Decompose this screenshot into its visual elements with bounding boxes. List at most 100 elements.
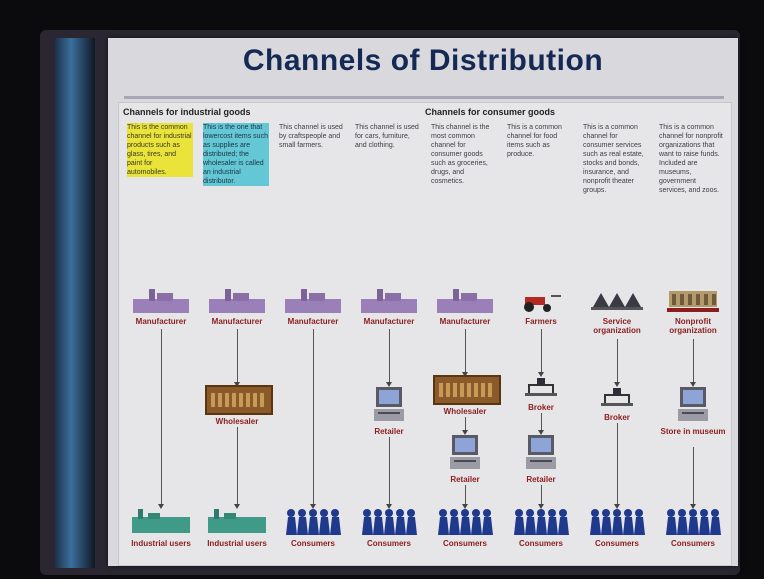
channel-column: This channel is used by craftspeople and…: [275, 103, 351, 565]
bottom-label: Consumers: [366, 539, 411, 548]
connector-line: [237, 427, 238, 505]
factory-icon: [361, 289, 417, 313]
middle-label: Store in museum: [660, 427, 726, 436]
arrow-down-icon: [538, 372, 544, 377]
wholesaler-icon: [205, 385, 273, 415]
store-icon: [678, 387, 708, 421]
channel-description: This is the one that lowercost items suc…: [203, 123, 269, 186]
channel-description: This is the common channel for industria…: [127, 123, 193, 177]
middle-label: Wholesaler: [215, 417, 259, 426]
industrial-heading: Channels for industrial goods: [123, 107, 251, 117]
factory-icon: [437, 289, 493, 313]
bottom-label: Consumers: [670, 539, 715, 548]
channel-description: This is a common channel for nonprofit o…: [659, 124, 723, 194]
industrial-plant-icon: [208, 509, 266, 533]
bottom-label: Consumers: [594, 539, 639, 548]
service-building-icon: [591, 293, 643, 310]
diagram-panel: Channels for industrial goods Channels f…: [118, 102, 732, 566]
connector-line: [389, 437, 390, 505]
channel-description: This channel is the most common channel …: [431, 124, 490, 185]
connector-line: [693, 447, 694, 505]
channel-column: This channel is the most common channel …: [427, 103, 503, 565]
top-label: Manufacturer: [135, 317, 187, 326]
arrow-down-icon: [386, 382, 392, 387]
consumers-icon: [666, 509, 721, 535]
connector-line: [161, 329, 162, 505]
arrow-down-icon: [234, 504, 240, 509]
connector-line: [617, 339, 618, 383]
connector-line: [541, 413, 542, 431]
channel-column: This channel is used for cars, furniture…: [351, 103, 427, 565]
arrow-down-icon: [614, 504, 620, 509]
retailer-icon: [374, 387, 404, 421]
slide: Channels of Distribution Channels for in…: [108, 38, 738, 566]
bottom-label: Consumers: [290, 539, 335, 548]
arrow-down-icon: [234, 382, 240, 387]
connector-line: [465, 485, 466, 505]
arrow-down-icon: [310, 504, 316, 509]
channel-description: This channel is used by craftspeople and…: [279, 124, 343, 149]
arrow-down-icon: [462, 504, 468, 509]
museum-building-icon: [667, 291, 719, 312]
arrow-down-icon: [462, 430, 468, 435]
connector-line: [465, 417, 466, 431]
broker-icon: [601, 388, 633, 406]
factory-icon: [209, 289, 265, 313]
arrow-down-icon: [462, 372, 468, 377]
middle-label: Retailer: [374, 427, 404, 436]
bottom-label: Industrial users: [207, 539, 267, 548]
middle-label: Retailer: [450, 475, 480, 484]
industrial-plant-icon: [132, 509, 190, 533]
arrow-down-icon: [158, 504, 164, 509]
connector-line: [617, 423, 618, 505]
channel-description: This is a common channel for food items …: [507, 124, 562, 158]
channel-column: This is a common channel for consumer se…: [579, 103, 655, 565]
slide-title: Channels of Distribution: [242, 44, 604, 77]
wholesaler-icon: [433, 375, 501, 405]
consumers-icon: [438, 509, 493, 535]
channel-description: This is a common channel for consumer se…: [583, 124, 644, 194]
middle-label: Broker: [604, 413, 630, 422]
sidebar-strip: [55, 38, 95, 568]
top-label: Manufacturer: [439, 317, 491, 326]
connector-line: [541, 485, 542, 505]
arrow-down-icon: [614, 382, 620, 387]
channel-column: This is a common channel for nonprofit o…: [655, 103, 731, 565]
consumers-icon: [590, 509, 645, 535]
arrow-down-icon: [690, 382, 696, 387]
arrow-down-icon: [538, 430, 544, 435]
channel-column: This is a common channel for food items …: [503, 103, 579, 565]
consumers-icon: [514, 509, 569, 535]
channel-column: This is the one that lowercost items suc…: [199, 103, 275, 565]
tractor-icon: [524, 295, 561, 312]
connector-line: [465, 329, 466, 373]
top-label: Manufacturer: [211, 317, 263, 326]
consumers-icon: [286, 509, 341, 535]
middle-label: Broker: [528, 403, 554, 412]
top-label: Service organization: [593, 317, 641, 335]
broker-icon: [525, 378, 557, 396]
connector-line: [693, 339, 694, 383]
bottom-label: Consumers: [518, 539, 563, 548]
top-label: Manufacturer: [363, 317, 415, 326]
connector-line: [237, 329, 238, 383]
channel-description: This channel is used for cars, furniture…: [355, 124, 419, 149]
bottom-label: Consumers: [442, 539, 487, 548]
retailer-icon: [450, 435, 480, 469]
connector-line: [313, 329, 314, 505]
consumers-icon: [362, 509, 417, 535]
arrow-down-icon: [538, 504, 544, 509]
arrow-down-icon: [690, 504, 696, 509]
connector-line: [541, 329, 542, 373]
middle-label: Wholesaler: [443, 407, 487, 416]
channel-column: This is the common channel for industria…: [123, 103, 199, 565]
retailer-icon: [526, 435, 556, 469]
top-label: Manufacturer: [287, 317, 339, 326]
middle-label: Retailer: [526, 475, 556, 484]
factory-icon: [285, 289, 341, 313]
factory-icon: [133, 289, 189, 313]
title-divider: [124, 96, 724, 99]
consumer-heading: Channels for consumer goods: [425, 107, 556, 117]
arrow-down-icon: [386, 504, 392, 509]
top-label: Farmers: [525, 317, 557, 326]
